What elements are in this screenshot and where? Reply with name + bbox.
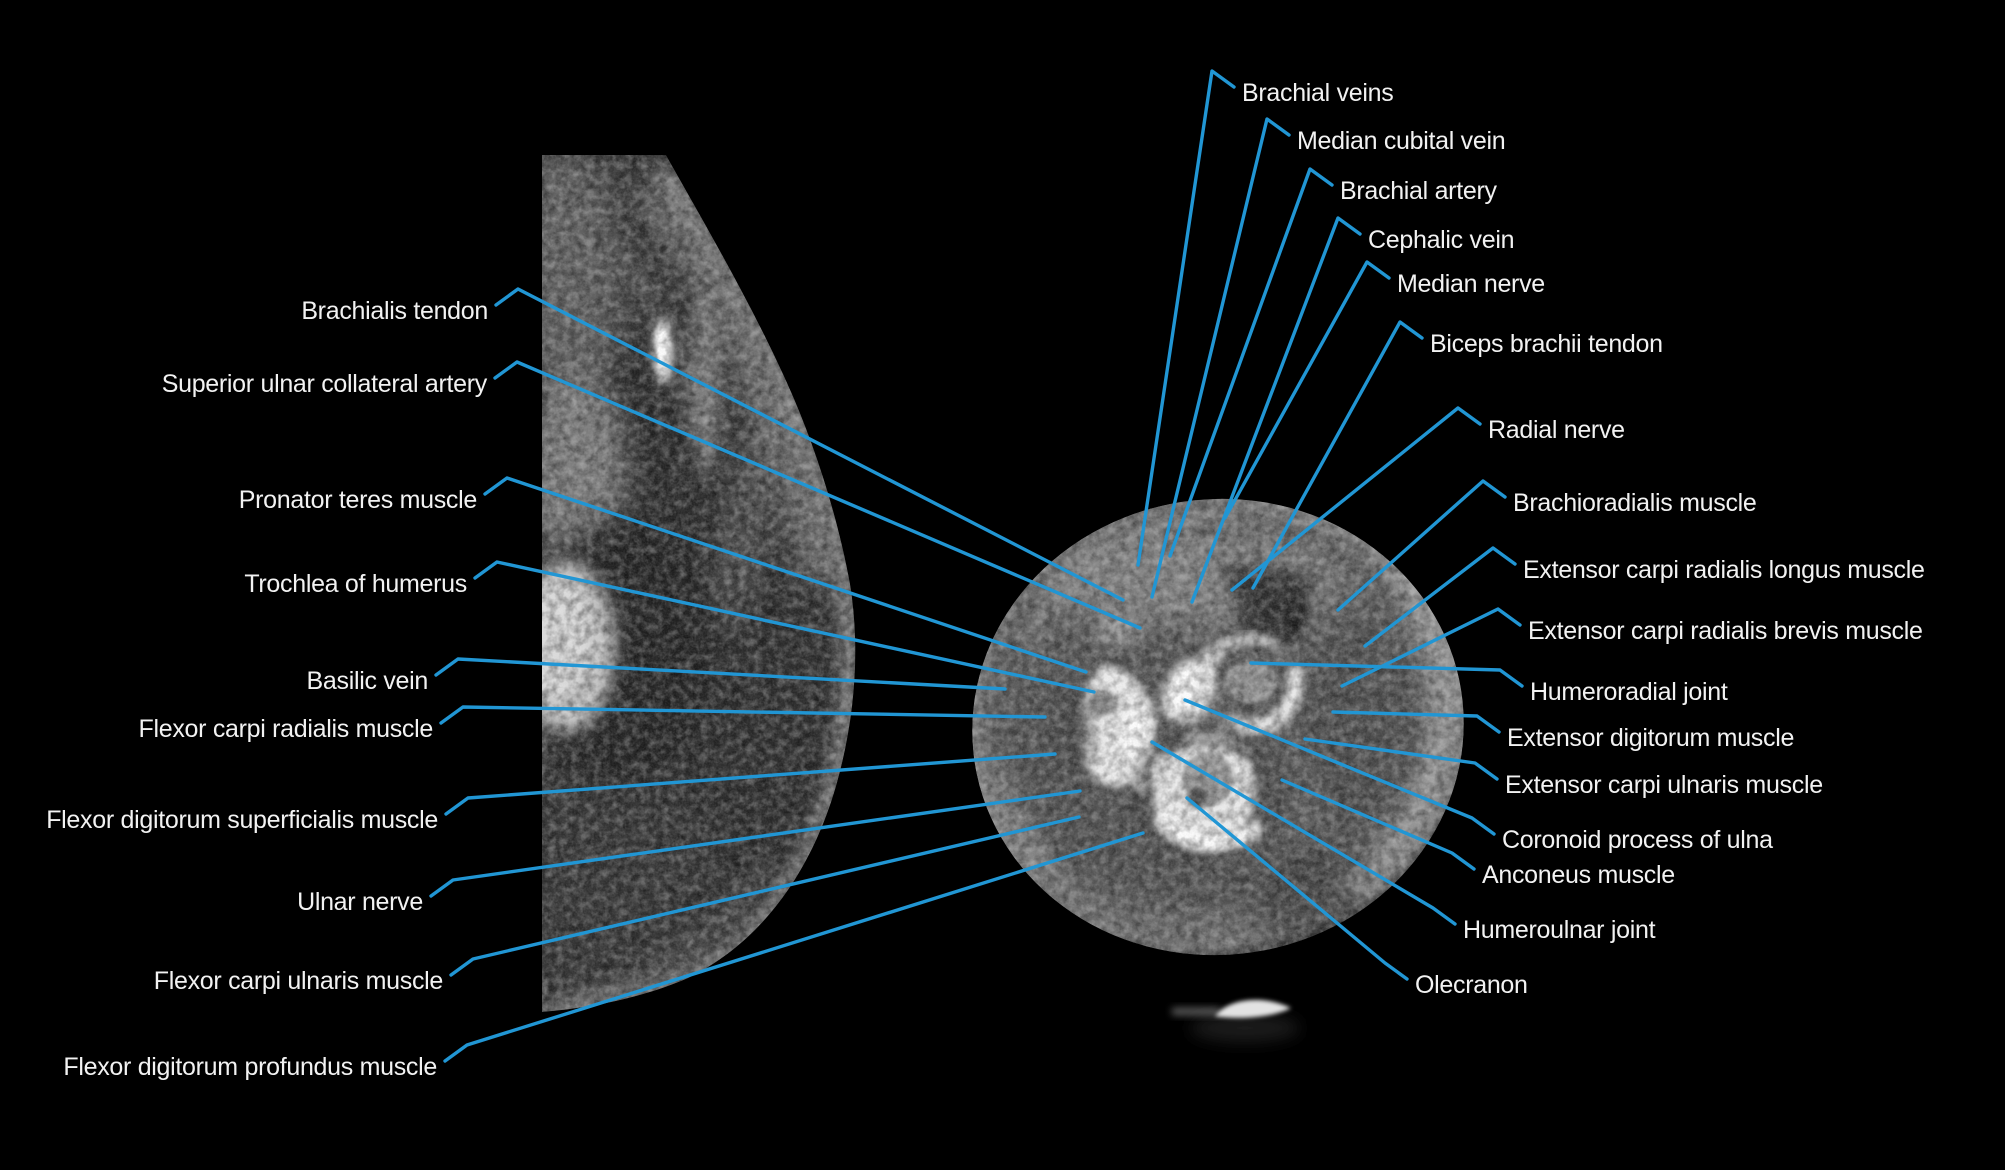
- anatomy-label-radial-nerve: Radial nerve: [1488, 416, 1625, 444]
- leader-line-flexor-carpi-radialis-muscle: [439, 705, 1047, 725]
- anatomy-label-trochlea-of-humerus: Trochlea of humerus: [244, 570, 467, 598]
- anatomy-label-extensor-carpi-ulnaris-muscle: Extensor carpi ulnaris muscle: [1505, 771, 1823, 799]
- leader-line-brachioradialis-muscle: [1336, 479, 1507, 612]
- leader-lines-layer: [429, 69, 1524, 1063]
- leader-line-humeroradial-joint: [1249, 661, 1524, 688]
- leader-line-flexor-digitorum-superficialis-muscle: [444, 752, 1057, 816]
- leader-line-radial-nerve: [1230, 406, 1482, 592]
- anatomy-label-median-cubital-vein: Median cubital vein: [1297, 127, 1506, 155]
- anatomy-label-extensor-carpi-radialis-brevis-muscle: Extensor carpi radialis brevis muscle: [1528, 617, 1923, 645]
- anatomy-label-extensor-digitorum-muscle: Extensor digitorum muscle: [1507, 724, 1795, 752]
- anatomy-label-median-nerve: Median nerve: [1397, 270, 1545, 298]
- anatomy-label-brachioradialis-muscle: Brachioradialis muscle: [1513, 489, 1757, 517]
- anatomy-label-biceps-brachii-tendon: Biceps brachii tendon: [1430, 330, 1663, 358]
- leader-line-biceps-brachii-tendon: [1251, 320, 1424, 590]
- leader-line-median-cubital-vein: [1150, 117, 1291, 599]
- anatomy-label-humeroradial-joint: Humeroradial joint: [1530, 678, 1728, 706]
- anatomy-label-brachialis-tendon: Brachialis tendon: [301, 297, 488, 325]
- olecranon-tip-sliver: [1172, 999, 1300, 1042]
- anatomy-label-olecranon: Olecranon: [1415, 971, 1528, 999]
- leader-line-pronator-teres-muscle: [483, 476, 1088, 674]
- leader-line-superior-ulnar-collateral-artery: [493, 360, 1142, 630]
- anatomy-label-flexor-carpi-ulnaris-muscle: Flexor carpi ulnaris muscle: [153, 967, 444, 995]
- leader-line-brachial-artery: [1168, 167, 1334, 558]
- anatomy-label-pronator-teres-muscle: Pronator teres muscle: [238, 486, 478, 514]
- anatomy-label-brachial-artery: Brachial artery: [1340, 177, 1497, 205]
- anatomy-label-flexor-digitorum-profundus-muscle: Flexor digitorum profundus muscle: [63, 1053, 437, 1081]
- leader-line-cephalic-vein: [1190, 216, 1362, 604]
- anatomy-label-flexor-digitorum-superficialis-muscle: Flexor digitorum superficialis muscle: [46, 806, 438, 834]
- leader-line-extensor-digitorum-muscle: [1331, 710, 1501, 734]
- leader-line-olecranon: [1185, 796, 1409, 981]
- anatomy-label-cephalic-vein: Cephalic vein: [1368, 226, 1515, 254]
- anatomy-label-superior-ulnar-collateral-artery: Superior ulnar collateral artery: [161, 370, 488, 398]
- anatomy-label-anconeus-muscle: Anconeus muscle: [1482, 861, 1675, 889]
- leader-line-brachialis-tendon: [494, 287, 1125, 602]
- anatomy-label-flexor-carpi-radialis-muscle: Flexor carpi radialis muscle: [138, 715, 434, 743]
- ct-upper-arm-section: [542, 155, 856, 1012]
- leader-line-basilic-vein: [434, 657, 1007, 691]
- leader-line-flexor-carpi-ulnaris-muscle: [449, 815, 1081, 977]
- leader-line-anconeus-muscle: [1280, 778, 1476, 871]
- anatomy-label-humeroulnar-joint: Humeroulnar joint: [1463, 916, 1656, 944]
- leader-line-humeroulnar-joint: [1150, 740, 1457, 926]
- anatomy-label-basilic-vein: Basilic vein: [306, 667, 429, 695]
- leader-line-coronoid-process-of-ulna: [1183, 698, 1496, 836]
- anatomy-label-ulnar-nerve: Ulnar nerve: [297, 888, 423, 916]
- anatomy-label-brachial-veins: Brachial veins: [1242, 79, 1394, 107]
- anatomy-label-coronoid-process-of-ulna: Coronoid process of ulna: [1502, 826, 1773, 854]
- leader-line-median-nerve: [1223, 260, 1391, 520]
- leader-line-ulnar-nerve: [429, 789, 1082, 898]
- leader-line-flexor-digitorum-profundus-muscle: [443, 831, 1145, 1063]
- leader-line-extensor-carpi-radialis-longus-muscle: [1363, 546, 1517, 648]
- anatomy-label-extensor-carpi-radialis-longus-muscle: Extensor carpi radialis longus muscle: [1523, 556, 1925, 584]
- leader-line-brachial-veins: [1136, 69, 1236, 567]
- leader-line-extensor-carpi-ulnaris-muscle: [1303, 737, 1499, 781]
- leader-line-extensor-carpi-radialis-brevis-muscle: [1340, 607, 1522, 688]
- leader-line-trochlea-of-humerus: [473, 560, 1096, 694]
